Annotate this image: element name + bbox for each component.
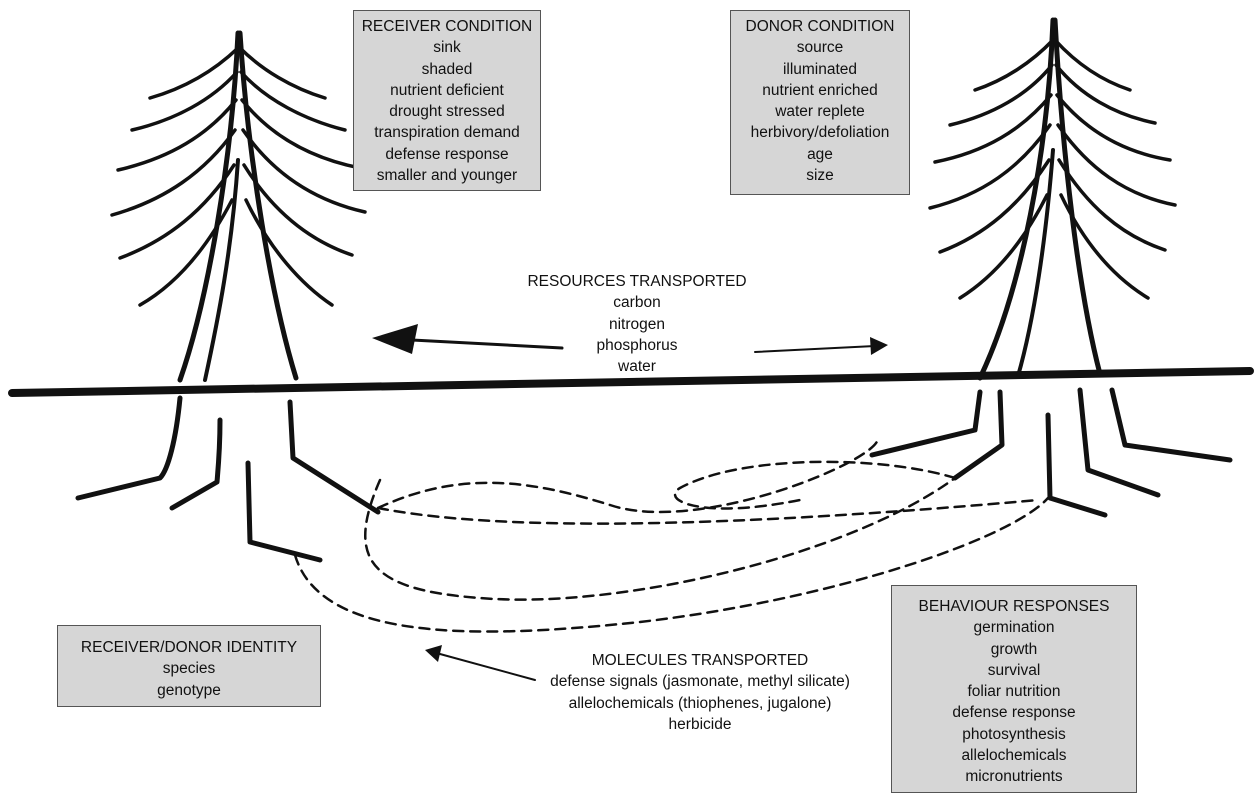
identity-box: RECEIVER/DONOR IDENTITY species genotype	[57, 625, 321, 707]
molecule-item: defense signals (jasmonate, methyl silic…	[550, 673, 850, 691]
behaviour-item: defense response	[952, 704, 1076, 722]
donor-condition-item: illuminated	[782, 60, 858, 78]
molecule-item: allelochemicals (thiophenes, jugalone)	[568, 694, 832, 712]
receiver-condition-item: smaller and younger	[376, 167, 518, 185]
receiver-condition-item: sink	[433, 39, 461, 57]
donor-condition-item: age	[807, 145, 833, 163]
molecule-item: herbicide	[668, 715, 732, 733]
identity-item: species	[162, 660, 216, 678]
resources-transported-title: RESOURCES TRANSPORTED	[527, 273, 747, 290]
resources-transported-label: RESOURCES TRANSPORTED carbon nitrogen ph…	[502, 271, 772, 377]
molecules-transported-label: MOLECULES TRANSPORTED defense signals (j…	[530, 650, 870, 735]
behaviour-item: survival	[987, 661, 1041, 679]
donor-condition-item: water replete	[775, 103, 865, 121]
arrow-head-molecules	[425, 645, 442, 662]
receiver-condition-title: RECEIVER CONDITION	[361, 18, 533, 35]
donor-condition-item: size	[806, 167, 834, 185]
arrow-molecules	[439, 653, 536, 681]
receiver-condition-item: transpiration demand	[374, 124, 520, 142]
identity-title: RECEIVER/DONOR IDENTITY	[80, 639, 298, 656]
arrow-head-right	[870, 337, 888, 355]
behaviour-item: photosynthesis	[962, 725, 1066, 743]
mycelium-hyphae	[293, 436, 1050, 633]
resource-item: phosphorus	[596, 336, 678, 354]
arrow-head-left	[372, 324, 418, 354]
ground-line	[8, 367, 1254, 397]
behaviour-item: growth	[990, 640, 1038, 658]
receiver-condition-item: nutrient deficient	[390, 81, 504, 99]
behaviour-responses-box: BEHAVIOUR RESPONSES germination growth s…	[891, 585, 1137, 793]
receiver-condition-item: defense response	[385, 145, 509, 163]
resource-item: water	[618, 358, 656, 376]
receiver-tree	[110, 30, 367, 383]
behaviour-item: germination	[973, 619, 1055, 637]
receiver-condition-box: RECEIVER CONDITION sink shaded nutrient …	[353, 10, 541, 191]
resource-item: carbon	[613, 294, 661, 312]
identity-item: genotype	[157, 681, 221, 699]
behaviour-item: micronutrients	[965, 768, 1063, 786]
receiver-roots	[75, 395, 381, 563]
arrow-to-receiver	[410, 338, 564, 350]
arrow-to-donor	[754, 345, 876, 353]
donor-condition-item: herbivory/defoliation	[750, 124, 890, 142]
donor-roots	[869, 387, 1233, 518]
donor-tree	[928, 17, 1177, 381]
behaviour-item: foliar nutrition	[967, 683, 1061, 701]
receiver-condition-item: shaded	[421, 60, 473, 78]
donor-condition-item: nutrient enriched	[762, 81, 878, 99]
behaviour-responses-title: BEHAVIOUR RESPONSES	[918, 598, 1110, 615]
behaviour-item: allelochemicals	[961, 747, 1067, 765]
resource-item: nitrogen	[608, 315, 665, 333]
donor-condition-title: DONOR CONDITION	[745, 18, 895, 35]
donor-condition-item: source	[796, 39, 844, 57]
receiver-condition-item: drought stressed	[389, 103, 505, 121]
molecules-transported-title: MOLECULES TRANSPORTED	[591, 652, 809, 669]
donor-condition-box: DONOR CONDITION source illuminated nutri…	[730, 10, 910, 195]
